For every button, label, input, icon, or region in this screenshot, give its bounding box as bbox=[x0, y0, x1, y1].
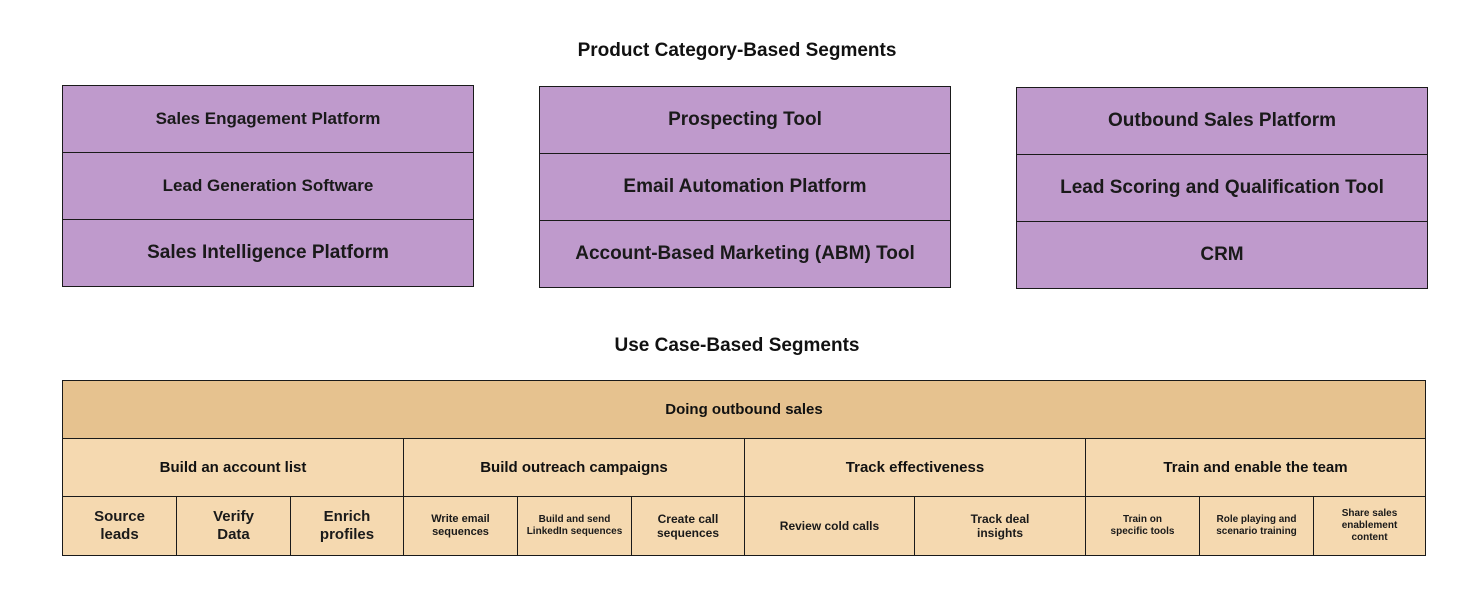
product-segment-sales-engagement-platform: Sales Engagement Platform bbox=[63, 86, 473, 153]
product-segment-email-automation-platform: Email Automation Platform bbox=[540, 154, 950, 221]
product-segment-crm: CRM bbox=[1200, 244, 1244, 265]
usecase-group-account-list: Build an account list bbox=[63, 439, 404, 497]
product-segment-lead-scoring-tool: Lead Scoring and Qualification Tool bbox=[1017, 155, 1427, 222]
usecase-group-outreach-campaigns: Build outreach campaigns bbox=[404, 439, 745, 497]
product-segment-prospecting-tool: Prospecting Tool bbox=[540, 87, 950, 154]
usecase-section-title: Use Case-Based Segments bbox=[614, 335, 860, 356]
usecase-group-train-team: Train and enable the team bbox=[1086, 439, 1425, 497]
product-segment-sales-intelligence-platform: Sales Intelligence Platform bbox=[147, 242, 389, 263]
product-group-1: Sales Engagement Platform Lead Generatio… bbox=[62, 85, 474, 287]
product-group-3: Outbound Sales Platform Lead Scoring and… bbox=[1016, 87, 1428, 289]
usecase-root: Doing outbound sales bbox=[63, 381, 1425, 439]
usecase-group-track-effectiveness: Track effectiveness bbox=[745, 439, 1086, 497]
product-group-2: Prospecting Tool Email Automation Platfo… bbox=[539, 86, 951, 288]
usecase-leaf-review-cold-calls: Review cold calls bbox=[745, 497, 915, 555]
usecase-tree: Doing outbound sales Build an account li… bbox=[62, 380, 1426, 556]
product-section-title: Product Category-Based Segments bbox=[577, 40, 897, 61]
product-segment-lead-generation-software: Lead Generation Software bbox=[63, 153, 473, 220]
product-segment-outbound-sales-platform: Outbound Sales Platform bbox=[1017, 88, 1427, 155]
product-segment-abm-tool: Account-Based Marketing (ABM) Tool bbox=[575, 243, 915, 264]
